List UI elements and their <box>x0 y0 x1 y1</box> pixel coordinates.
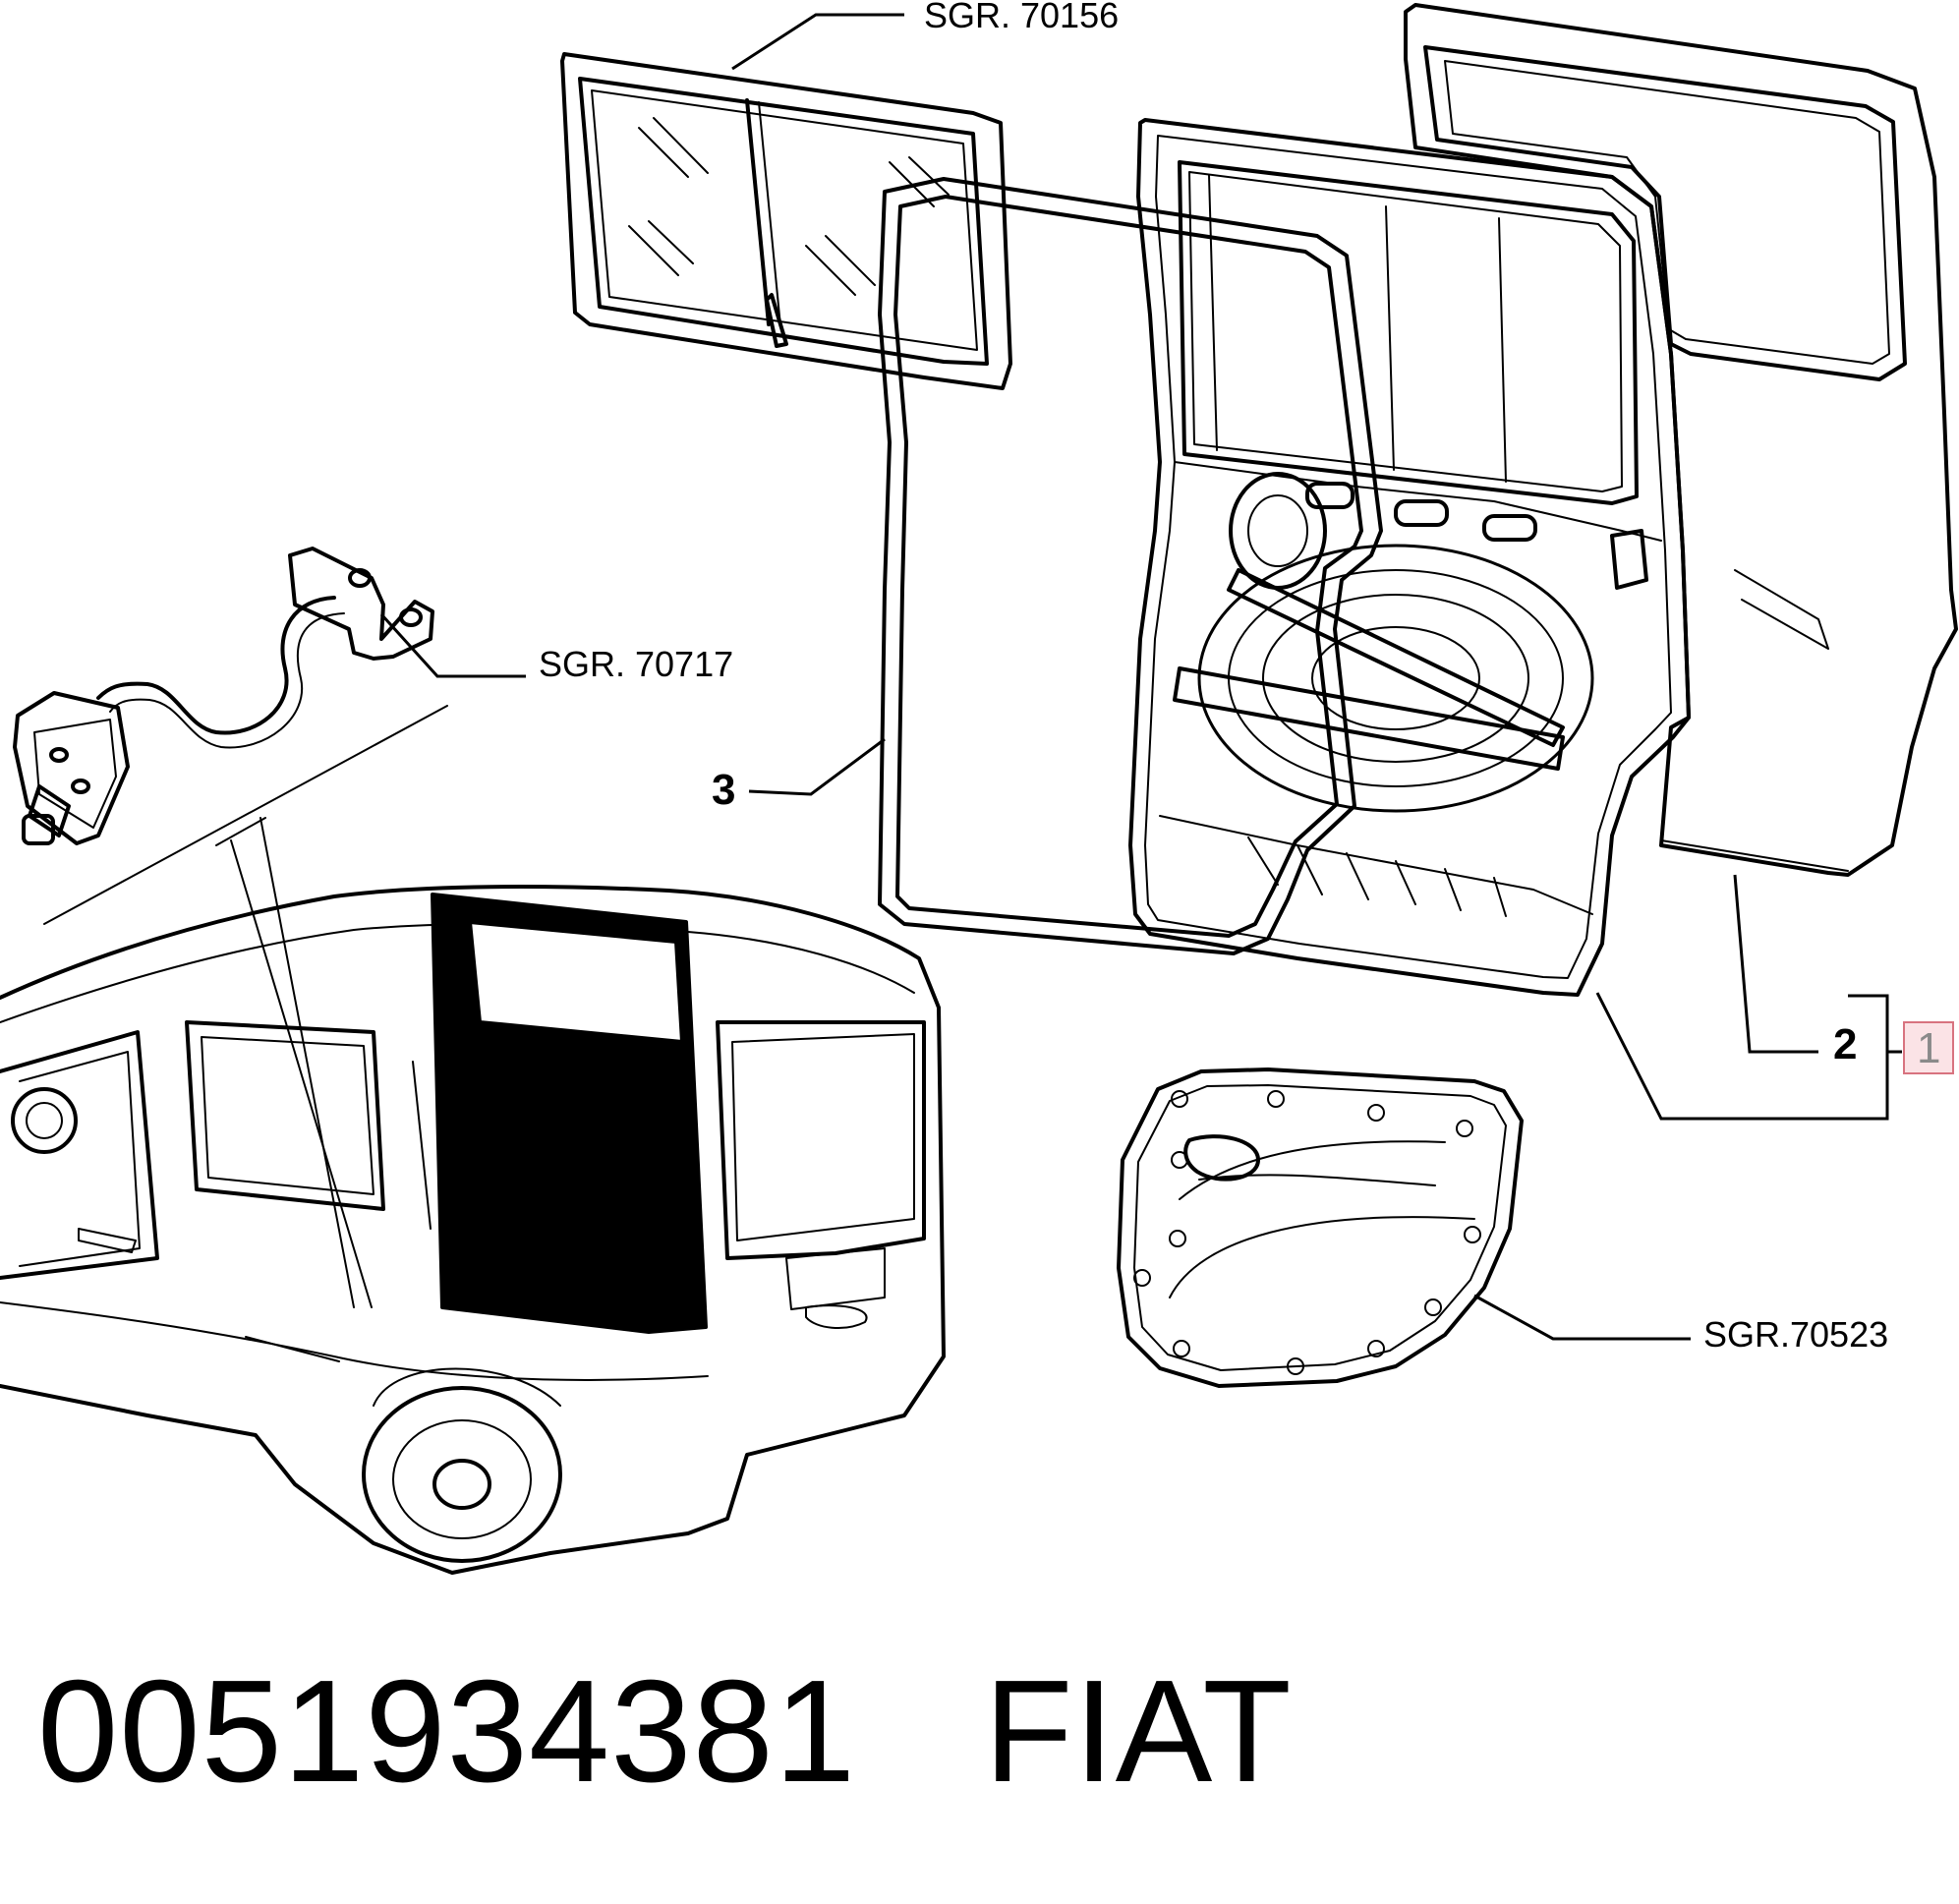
door-seal <box>878 177 1383 955</box>
callout-item-3: 3 <box>712 766 735 814</box>
callout-sgr-70523: SGR.70523 <box>1703 1314 1888 1355</box>
callout-item-1: 1 <box>1917 1024 1940 1072</box>
sliding-glass-assembly <box>560 52 1012 390</box>
door-trim-panel <box>1117 1067 1524 1388</box>
van-rear-view <box>0 705 946 1575</box>
callout-sgr-70156: SGR. 70156 <box>924 0 1119 35</box>
door-check-strap <box>13 547 434 845</box>
leader-lines <box>379 13 1902 1341</box>
rear-door-inner-panel <box>1128 118 1691 997</box>
callout-item-2: 2 <box>1833 1020 1857 1068</box>
rear-door-outer-panel <box>1404 3 1958 877</box>
highlight-box <box>1903 1021 1954 1074</box>
part-caption: 0051934381 FIAT <box>37 1644 1293 1820</box>
highlighted-item-1[interactable]: 1 <box>1903 1021 1954 1074</box>
brand-name: FIAT <box>984 1650 1293 1813</box>
part-number: 0051934381 <box>37 1650 857 1813</box>
callout-sgr-70717: SGR. 70717 <box>539 644 733 684</box>
